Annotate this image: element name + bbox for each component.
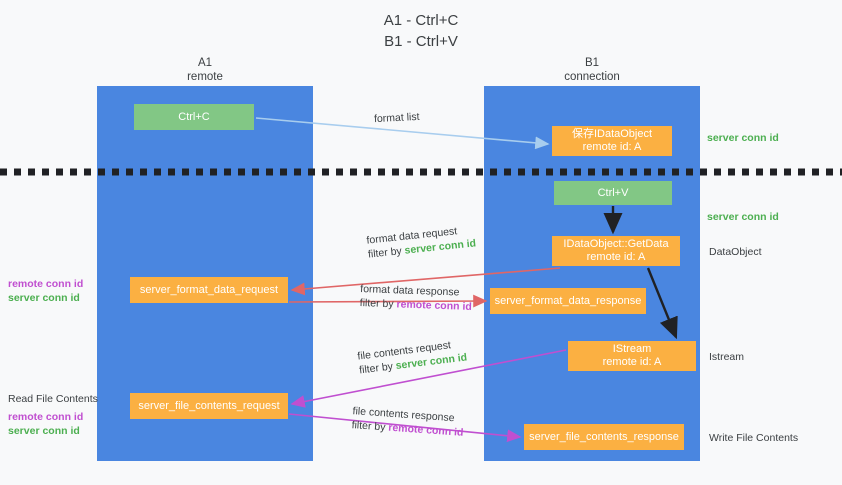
edge-label-format-list: format list [374,110,420,126]
node-store-idataobject[interactable]: 保存IDataObject remote id: A [552,126,672,156]
annotation-conn-ids-top: remote conn id server conn id [8,277,83,305]
node-idataobject-getdata-line-2: remote id: A [586,251,646,263]
annotation-server-conn-id-left-bottom: server conn id [8,425,80,437]
swimlane-a1-heading: A1 remote [97,57,313,84]
filter-prefix: filter by [367,244,406,261]
node-server-file-contents-response-label: server_file_contents_response [529,430,679,443]
edge-label-format-data-response: format data response filter by remote co… [360,282,473,314]
node-ctrl-v[interactable]: Ctrl+V [554,181,672,205]
node-istream[interactable]: IStream remote id: A [568,341,696,371]
title-line-2: B1 - Ctrl+V [384,33,458,50]
node-store-idataobject-line-1: 保存IDataObject [571,128,653,140]
filter-prefix: filter by [351,419,389,434]
node-store-idataobject-line-2: remote id: A [582,141,642,153]
node-server-file-contents-response[interactable]: server_file_contents_response [524,424,684,450]
swimlane-b1-heading: B1 connection [484,57,700,84]
node-idataobject-getdata-line-1: IDataObject::GetData [563,238,669,250]
annotation-istream: Istream [709,351,745,363]
annotation-conn-ids-bottom: remote conn id server conn id [8,410,83,438]
node-server-file-contents-request[interactable]: server_file_contents_request [130,393,288,419]
annotation-read-file-contents-label: Read File Contents [8,393,98,405]
node-server-format-data-response-label: server_format_data_response [494,294,642,307]
edge-label-format-data-response-line-2: filter by remote conn id [360,296,472,314]
annotation-read-file-contents: Read File Contents [8,392,98,406]
edge-label-format-data-request: format data request filter by server con… [366,222,477,261]
node-server-format-data-request-label: server_format_data_request [139,283,279,296]
annotation-server-conn-id-left-top: server conn id [8,292,80,304]
annotation-dataobject: DataObject [709,246,762,258]
node-server-format-data-request[interactable]: server_format_data_request [130,277,288,303]
edge-label-format-list-line-1: format list [373,110,420,126]
annotation-remote-conn-id-bottom: remote conn id [8,411,84,423]
edge-label-file-contents-response: file contents response filter by remote … [351,404,465,440]
node-istream-line-1: IStream [612,343,652,355]
edge-label-file-contents-request: file contents request filter by server c… [357,336,468,377]
diagram-title: A1 - Ctrl+C B1 - Ctrl+V [0,10,842,52]
annotation-remote-conn-id-top: remote conn id [8,278,84,290]
node-idataobject-getdata[interactable]: IDataObject::GetData remote id: A [552,236,680,266]
node-istream-line-2: remote id: A [602,356,662,368]
remote-conn-id-token: remote conn id [396,298,472,313]
filter-prefix: filter by [358,360,397,377]
swimlane-a1-name: A1 [197,57,213,69]
annotation-write-file-contents: Write File Contents [709,432,799,444]
filter-prefix: filter by [359,297,397,311]
annotation-server-conn-id-mid: server conn id [707,211,779,223]
remote-conn-id-token: remote conn id [387,421,464,439]
node-ctrl-v-label: Ctrl+V [597,186,629,199]
node-server-format-data-response[interactable]: server_format_data_response [490,288,646,314]
title-line-1: A1 - Ctrl+C [383,12,459,29]
node-ctrl-c-label: Ctrl+C [178,110,210,123]
node-ctrl-c[interactable]: Ctrl+C [134,104,254,130]
swimlane-a1-subtitle: remote [187,70,223,83]
swimlane-b1-name: B1 [584,57,600,69]
node-server-file-contents-request-label: server_file_contents_request [138,399,280,412]
annotation-server-conn-id-top: server conn id [707,132,779,144]
swimlane-b1-subtitle: connection [564,70,620,83]
